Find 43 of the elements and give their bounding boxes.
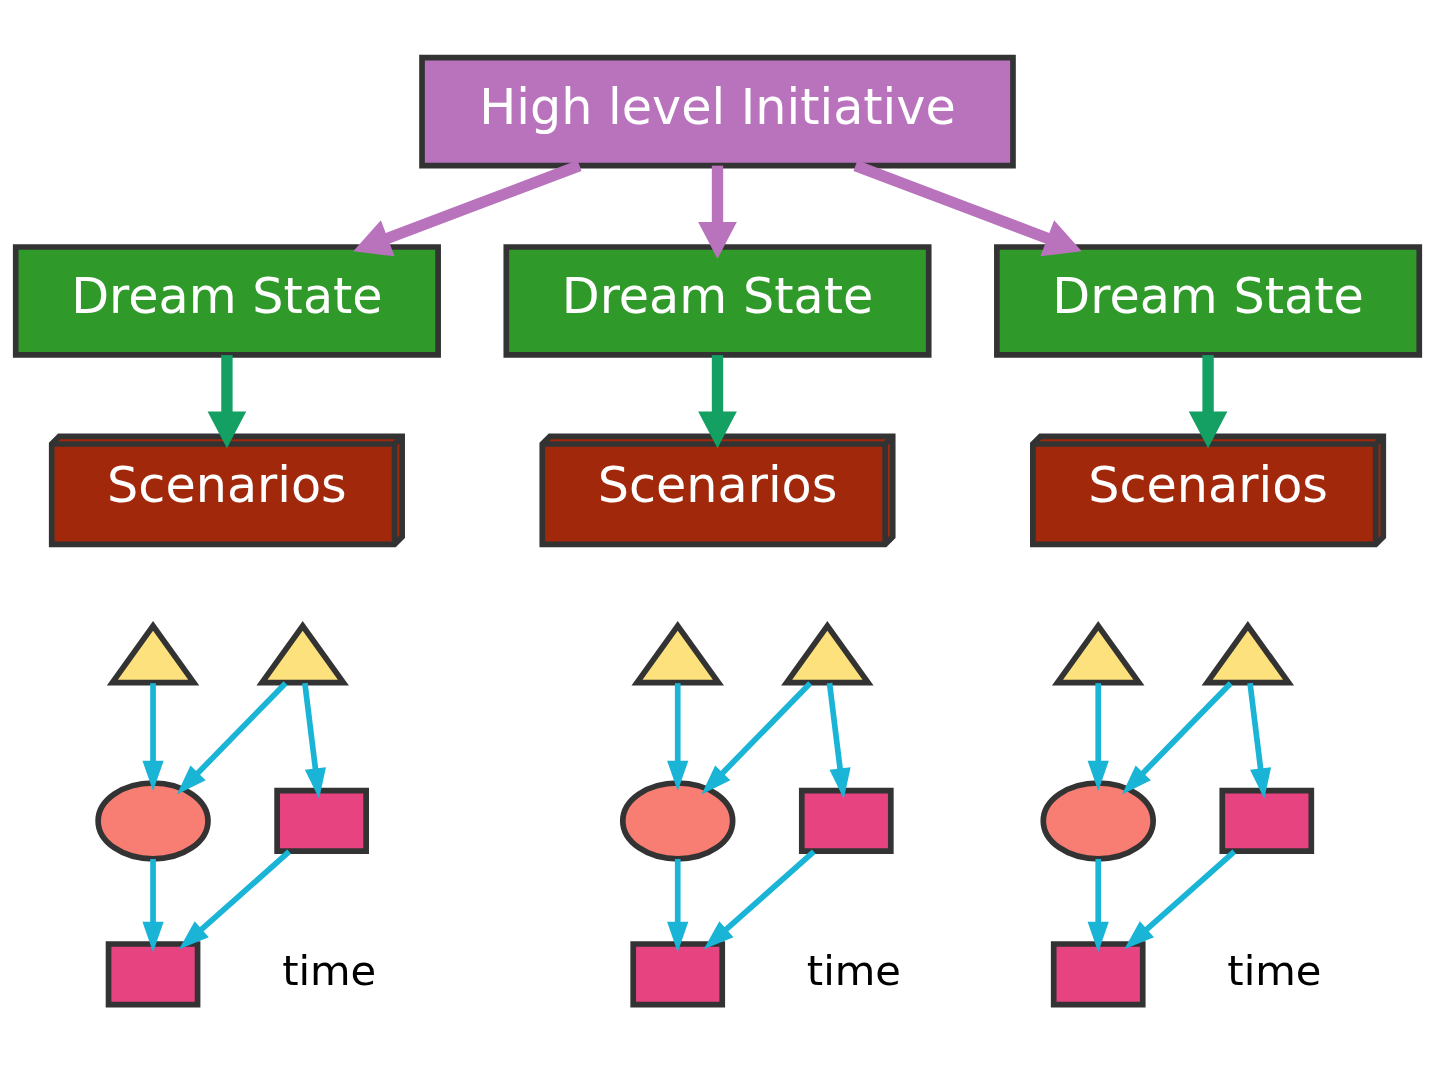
- arrow: [1087, 859, 1109, 953]
- arrow: [853, 160, 1082, 257]
- arrow: [1188, 355, 1228, 449]
- node-box: [798, 787, 894, 855]
- arrow: [302, 682, 326, 799]
- arrow: [826, 682, 851, 799]
- node-triangle: [631, 620, 724, 686]
- arrow: [142, 859, 164, 953]
- arrow: [667, 859, 689, 953]
- node-triangle: [1051, 620, 1145, 686]
- node-circle: [619, 780, 736, 862]
- node-triangle: [106, 620, 200, 686]
- arrow: [701, 681, 813, 795]
- arrow: [703, 849, 816, 950]
- arrow: [142, 683, 164, 792]
- node-box: [274, 787, 369, 855]
- arrow: [698, 165, 737, 259]
- arrow: [353, 160, 582, 257]
- arrow: [179, 849, 291, 950]
- node-box: Dream State: [503, 244, 932, 358]
- node-box: High level Initiative: [419, 54, 1016, 169]
- node-circle: [95, 780, 211, 862]
- arrow: [1124, 849, 1237, 950]
- arrow: [207, 355, 247, 449]
- arrow: [1247, 682, 1272, 799]
- arrow: [176, 681, 288, 795]
- node-triangle: [781, 620, 874, 686]
- label: time: [806, 945, 901, 995]
- node-box: Dream State: [994, 244, 1423, 358]
- node-box: [105, 941, 201, 1008]
- arrow: [698, 355, 737, 449]
- arrow: [1087, 683, 1109, 792]
- node-box: [630, 941, 726, 1008]
- node-triangle: [1201, 620, 1295, 686]
- node-triangle: [256, 620, 349, 686]
- arrow: [667, 683, 689, 792]
- node-circle: [1040, 780, 1156, 862]
- node-box: Dream State: [12, 244, 441, 358]
- label: time: [1227, 945, 1322, 995]
- node-box: [1219, 787, 1315, 855]
- node-box: [1050, 941, 1146, 1008]
- label: time: [282, 945, 377, 995]
- arrow: [1122, 681, 1233, 795]
